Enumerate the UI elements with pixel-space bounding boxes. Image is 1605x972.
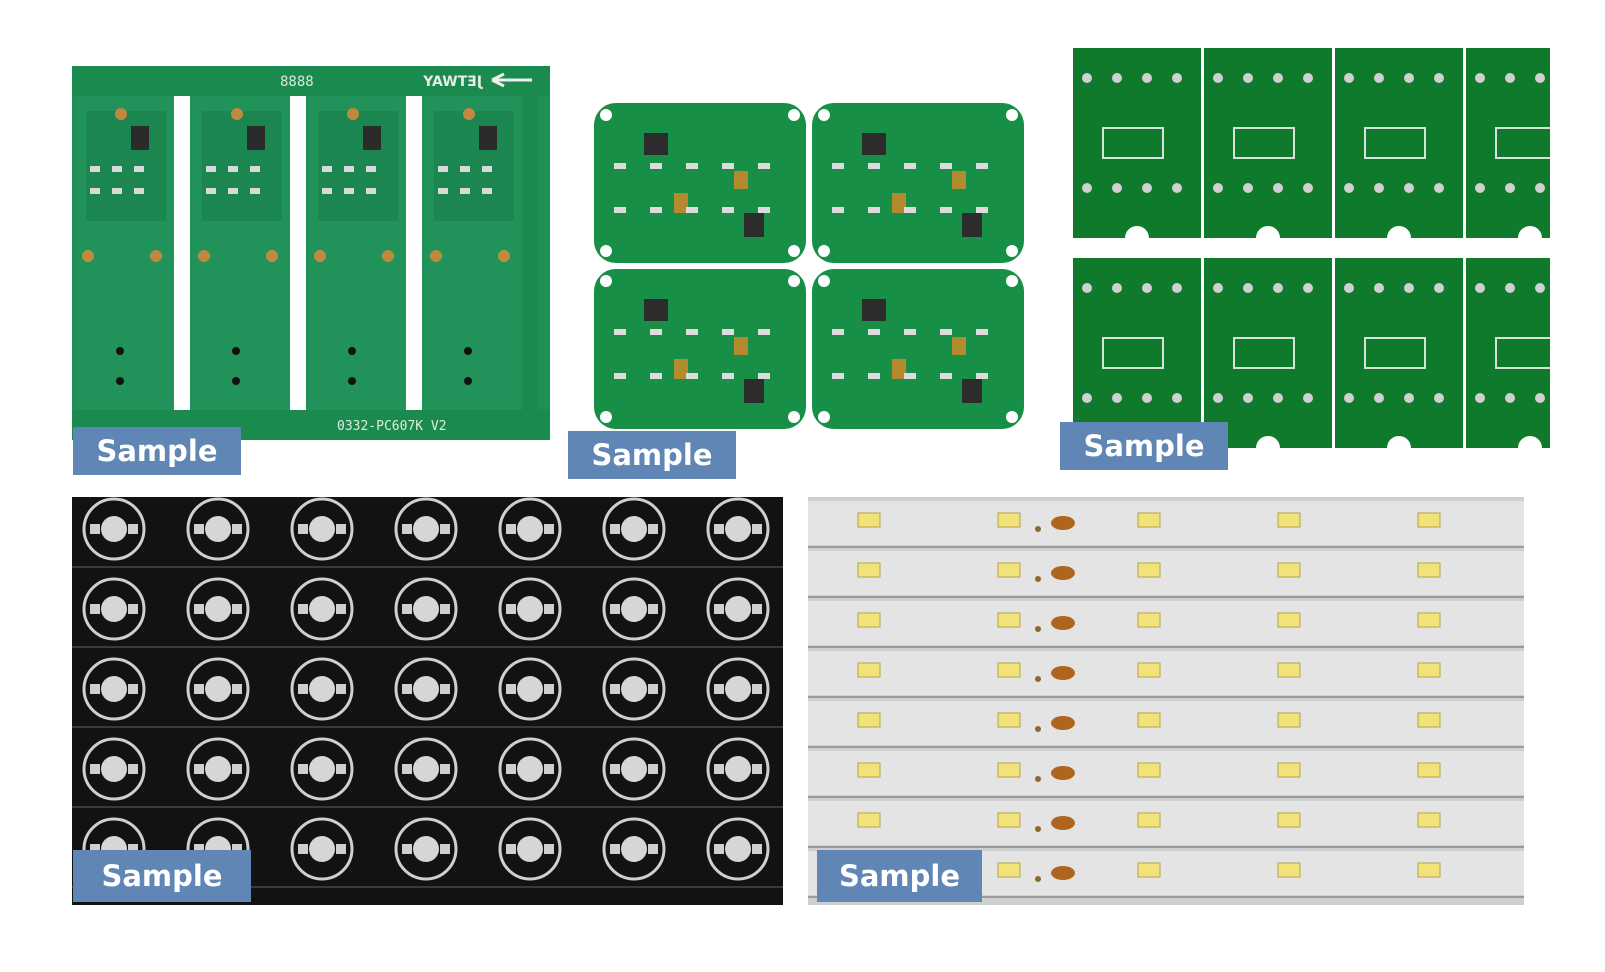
sample-label: Sample xyxy=(817,850,982,902)
green-bare-pcb-photo xyxy=(1073,48,1550,452)
sample-label: Sample xyxy=(73,427,241,475)
sample-label: Sample xyxy=(1060,422,1228,470)
black-led-pcb-photo xyxy=(72,497,783,905)
sample-label: Sample xyxy=(568,431,736,479)
sample-label: Sample xyxy=(73,850,251,902)
board-code-text: 8888 xyxy=(280,74,314,90)
green-panel-pcb-photo: 8888 JETWAY 0332-PC607K V2 xyxy=(72,66,550,440)
board-brand-text: JETWAY xyxy=(422,74,483,90)
board-part-text: 0332-PC607K V2 xyxy=(337,419,447,434)
white-led-strip-pcb-photo xyxy=(808,497,1524,905)
green-rounded-pcb-photo xyxy=(592,101,1030,433)
